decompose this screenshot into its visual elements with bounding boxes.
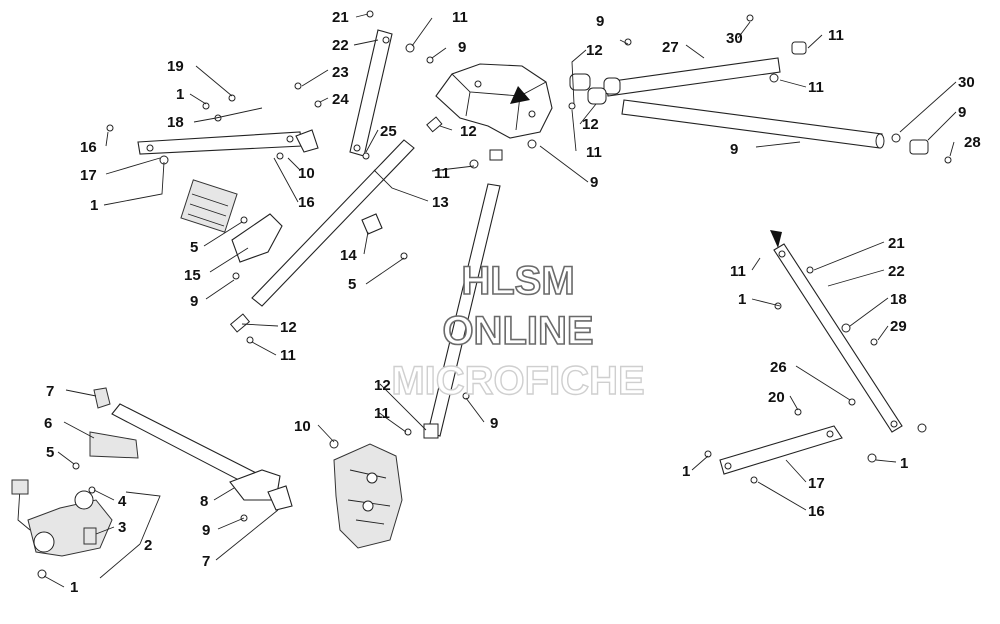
callout-17: 17 — [80, 167, 97, 184]
callout-10: 10 — [294, 418, 311, 435]
callout-11: 11 — [434, 165, 450, 182]
callout-12: 12 — [582, 116, 599, 133]
callout-11: 30 — [958, 74, 975, 91]
callout-26: 26 — [770, 359, 787, 376]
mount-casting — [333, 443, 403, 549]
callout-20: 20 — [768, 389, 785, 406]
callout-9: 9 — [596, 13, 604, 30]
callout-12: 12 — [374, 377, 391, 394]
clip-7-upper — [93, 387, 111, 409]
watermark-line-2: ONLINE — [442, 309, 593, 353]
tube-28 — [587, 87, 885, 149]
callout-9: 9 — [190, 293, 198, 310]
callout-19: 19 — [167, 58, 184, 75]
callout-12: 12 — [460, 123, 477, 140]
callout-11: 11 — [452, 9, 468, 26]
tube-27 — [569, 57, 781, 97]
callout-9: 28 — [964, 134, 981, 151]
callout-17: 17 — [808, 475, 825, 492]
callout-22: 22 — [888, 263, 905, 280]
callout-5: 5 — [190, 239, 198, 256]
callout-29: 29 — [890, 318, 907, 335]
callout-7: 7 — [202, 553, 210, 570]
callout-11: 11 — [586, 144, 602, 161]
callout-11: 11 — [730, 263, 746, 280]
callout-1: 1 — [900, 455, 908, 472]
callout-5: 5 — [348, 276, 356, 293]
callout-24: 24 — [332, 91, 349, 108]
callout-30: 11 — [828, 27, 844, 44]
callout-12: 12 — [280, 319, 297, 336]
callout-28: 9 — [730, 141, 738, 158]
callout-16: 16 — [808, 503, 825, 520]
callout-8: 8 — [200, 493, 208, 510]
callout-25: 25 — [380, 123, 397, 140]
callout-13: 13 — [432, 194, 449, 211]
callout-9: 9 — [590, 174, 598, 191]
callout-11: 11 — [280, 347, 296, 364]
callout-1: 1 — [90, 197, 98, 214]
callout-1: 1 — [682, 463, 690, 480]
callout-4: 4 — [118, 493, 127, 510]
callout-22: 22 — [332, 37, 349, 54]
callout-9: 9 — [202, 522, 210, 539]
clip-14 — [361, 213, 383, 235]
watermark: HLSM ONLINE MICROFICHE — [391, 258, 646, 404]
callout-15: 15 — [184, 267, 201, 284]
callout-18: 18 — [890, 291, 907, 308]
callout-2: 2 — [144, 537, 152, 554]
callout-23: 23 — [332, 64, 349, 81]
callout-30: 9 — [958, 104, 966, 121]
leader-lines — [43, 13, 957, 588]
fasteners — [37, 10, 952, 579]
callout-12: 12 — [586, 42, 603, 59]
callout-7: 7 — [46, 383, 54, 400]
callout-21: 21 — [332, 9, 349, 26]
callout-21: 21 — [888, 235, 905, 252]
callout-27: 27 — [662, 39, 679, 56]
callout-3: 3 — [118, 519, 126, 536]
callout-labels: 21 11 22 9 23 24 19 1 18 16 17 1 10 16 2… — [44, 9, 981, 596]
watermark-line-1: HLSM — [461, 259, 574, 303]
tube-column — [423, 149, 503, 439]
callout-9: 30 — [726, 30, 743, 47]
callout-18: 18 — [167, 114, 184, 131]
callout-1: 1 — [738, 291, 746, 308]
column-bracket-assembly — [435, 63, 553, 139]
callout-14: 14 — [340, 247, 357, 264]
motor-assembly — [11, 479, 113, 557]
callout-6: 6 — [44, 415, 52, 432]
callout-1: 1 — [176, 86, 184, 103]
callout-11: 11 — [808, 79, 824, 96]
callout-10: 10 — [298, 165, 315, 182]
brace-22-right — [770, 230, 903, 433]
watermark-line-3: MICROFICHE — [391, 359, 644, 403]
callout-9: 9 — [490, 415, 498, 432]
tube-13 — [229, 116, 443, 333]
bar-17-upper-left — [137, 129, 319, 155]
callout-9: 9 — [458, 39, 466, 56]
callout-1: 1 — [70, 579, 78, 596]
callout-16: 16 — [298, 194, 315, 211]
callout-11: 11 — [374, 405, 390, 422]
bar-17-lower-right — [719, 425, 843, 475]
callout-16: 16 — [80, 139, 97, 156]
bracket-6 — [89, 431, 139, 459]
bar-8 — [111, 403, 293, 511]
callout-5: 5 — [46, 444, 54, 461]
